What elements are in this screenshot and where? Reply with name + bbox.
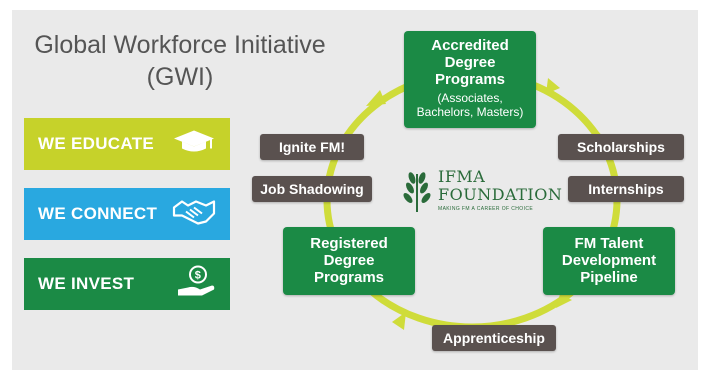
talent-line-3: Pipeline	[580, 269, 638, 286]
accredited-line-2: Degree	[444, 54, 496, 71]
arrow-head	[392, 312, 406, 330]
arrow-head	[546, 78, 560, 94]
title-line-1: Global Workforce Initiative	[34, 31, 326, 59]
title-line-2: (GWI)	[146, 63, 214, 91]
ignite-fm-box: Ignite FM!	[260, 134, 364, 160]
accredited-degree-programs-box: Accredited Degree Programs (Associates, …	[404, 31, 536, 128]
talent-line-2: Development	[561, 252, 657, 269]
we-connect-label: WE CONNECT	[38, 204, 158, 223]
we-connect-pill: WE CONNECT	[24, 188, 230, 240]
wheat-icon	[403, 172, 431, 212]
registered-degree-programs-box: Registered Degree Programs	[283, 227, 415, 295]
registered-line-2: Degree	[323, 252, 375, 269]
apprenticeship-box: Apprenticeship	[432, 325, 556, 351]
accredited-sub-1: (Associates,	[437, 91, 503, 105]
accredited-line-1: Accredited	[431, 37, 509, 54]
arrow-head	[556, 294, 572, 308]
logo-line-1: IFMA	[438, 167, 486, 186]
hand-money-icon: $	[176, 264, 216, 305]
accredited-sub-2: Bachelors, Masters)	[416, 105, 524, 119]
we-invest-pill: WE INVEST $	[24, 258, 230, 310]
graduation-cap-icon	[172, 129, 216, 160]
arrow-head	[366, 90, 386, 106]
svg-text:$: $	[195, 270, 201, 282]
job-shadowing-box: Job Shadowing	[252, 176, 372, 202]
internships-box: Internships	[568, 176, 684, 202]
accredited-line-3: Programs	[434, 71, 506, 88]
logo-line-2: FOUNDATION	[438, 185, 563, 204]
we-invest-label: WE INVEST	[38, 274, 135, 293]
fm-talent-pipeline-box: FM Talent Development Pipeline	[543, 227, 675, 295]
we-educate-pill: WE EDUCATE	[24, 118, 230, 170]
registered-line-3: Programs	[313, 269, 385, 286]
ifma-foundation-logo: IFMA FOUNDATION MAKING FM A CAREER OF CH…	[398, 168, 562, 214]
handshake-icon	[172, 198, 216, 231]
scholarships-box: Scholarships	[558, 134, 684, 160]
talent-line-1: FM Talent	[574, 235, 644, 252]
logo-tagline: MAKING FM A CAREER OF CHOICE	[438, 206, 534, 212]
we-educate-label: WE EDUCATE	[38, 134, 155, 153]
registered-line-1: Registered	[310, 235, 388, 252]
